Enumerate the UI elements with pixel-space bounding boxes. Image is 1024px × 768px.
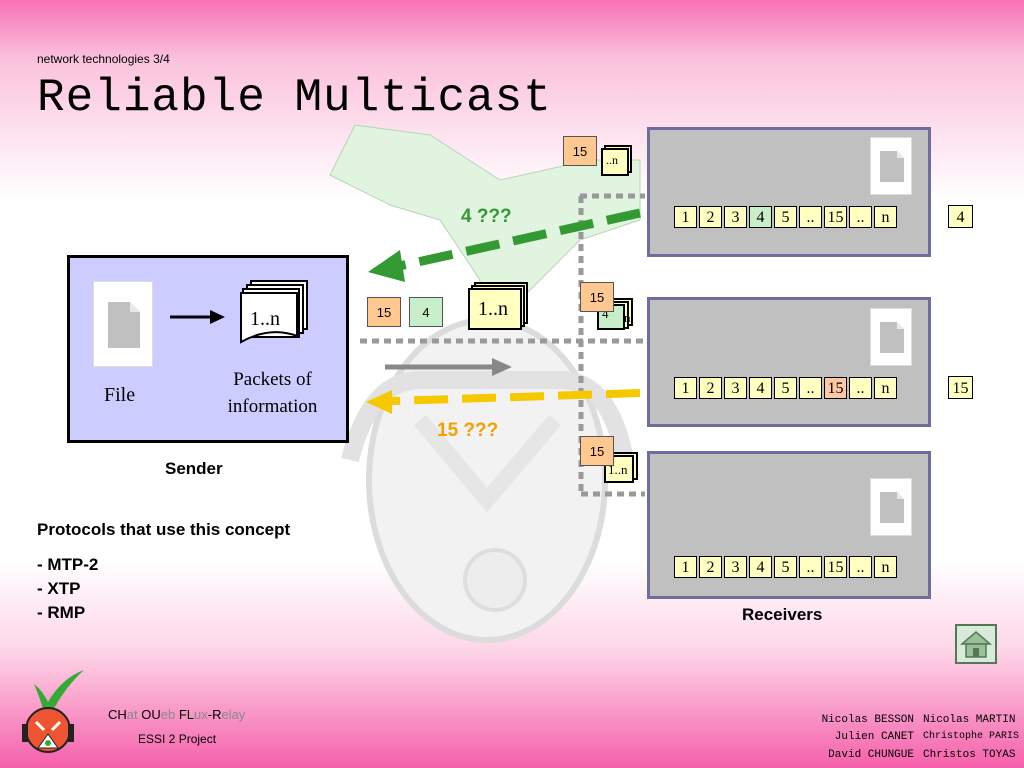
receiver-1-document: [870, 137, 912, 195]
transit-packet-stack: 1..n: [468, 282, 530, 332]
author-right-2: Christophe PARIS: [923, 731, 1020, 742]
author-left-2: Julien CANET: [834, 731, 914, 743]
packets-label: Packets of information: [227, 369, 318, 417]
sequence-cell: ..: [849, 377, 872, 399]
brand-part: eb: [160, 707, 179, 722]
sender-file-label: File: [104, 384, 136, 406]
sequence-cell: n: [874, 556, 897, 578]
document-icon: [880, 492, 904, 523]
document-icon: [880, 322, 904, 353]
sequence-cell: 2: [699, 377, 722, 399]
sender-stack-label: 1..n: [250, 308, 280, 330]
sequence-cell: 3: [724, 377, 747, 399]
protocol-item: - RMP: [37, 603, 86, 622]
footer-project: ESSI 2 Project: [138, 732, 217, 746]
nack-top-label: 4 ???: [461, 206, 512, 227]
sequence-cell: n: [874, 377, 897, 399]
sequence-cell: 5: [774, 556, 797, 578]
sequence-cell: ..: [799, 206, 822, 228]
brand-part: OU: [141, 707, 161, 722]
sequence-cell: ..: [849, 556, 872, 578]
sender-caption: Sender: [165, 459, 223, 478]
receiver-2-missing-packet: 15: [948, 376, 973, 399]
transit-stack-label: 1..n: [478, 298, 508, 320]
sequence-cell: ..: [799, 377, 822, 399]
document-icon: [880, 151, 904, 182]
brand-part: CH: [108, 707, 127, 722]
sequence-cell: 3: [724, 556, 747, 578]
slide-subtitle: network technologies 3/4: [37, 52, 170, 66]
brand-part: FL: [178, 707, 194, 722]
document-icon: [108, 302, 140, 348]
home-button[interactable]: [955, 624, 997, 664]
sequence-cell: 2: [699, 556, 722, 578]
brand-part: elay: [221, 707, 246, 722]
recv-top-packet: 15: [563, 136, 597, 166]
slide-title: Reliable Multicast: [37, 72, 552, 124]
footer-brand: CHat OUeb FLux-Relay: [108, 707, 245, 722]
packet-4: 4: [409, 297, 443, 327]
author-left-3: David CHUNGUE: [828, 749, 914, 761]
recv-bot-packet: 15: [580, 436, 614, 466]
sequence-cell: 1: [674, 556, 697, 578]
logo-icon: [22, 670, 84, 753]
protocol-item: - XTP: [37, 579, 81, 598]
receivers-caption: Receivers: [742, 605, 823, 624]
sequence-cell: ..: [849, 206, 872, 228]
protocols-title: Protocols that use this concept: [37, 520, 291, 539]
sequence-cell: 2: [699, 206, 722, 228]
packet-15: 15: [367, 297, 401, 327]
sequence-cell: n: [874, 206, 897, 228]
sequence-cell: 1: [674, 377, 697, 399]
sequence-cell: 4: [749, 556, 772, 578]
sender-file-card: [93, 281, 153, 367]
recv-top-stack: ..n: [598, 145, 634, 179]
nack-middle-label: 15 ???: [437, 420, 499, 441]
brand-part: -R: [207, 707, 222, 722]
author-left-1: Nicolas BESSON: [821, 714, 914, 726]
sequence-cell: ..: [799, 556, 822, 578]
arrow-right-icon: [170, 310, 225, 324]
receiver-3-document: [870, 478, 912, 536]
author-right-1: Nicolas MARTIN: [923, 714, 1016, 726]
stack-icon: [240, 292, 298, 344]
sequence-cell: 5: [774, 206, 797, 228]
brand-part: at: [126, 707, 142, 722]
home-icon: [959, 631, 993, 658]
sequence-cell: 15: [824, 206, 847, 228]
protocol-item: - MTP-2: [37, 555, 99, 574]
sequence-cell: 3: [724, 206, 747, 228]
sender-packet-stack: 1..n: [240, 280, 310, 346]
receiver-2-document: [870, 308, 912, 366]
sequence-cell: 15: [824, 377, 847, 399]
author-right-3: Christos TOYAS: [923, 749, 1016, 761]
sequence-cell: 4: [749, 206, 772, 228]
sequence-cell: 15: [824, 556, 847, 578]
sequence-cell: 5: [774, 377, 797, 399]
sequence-cell: 1: [674, 206, 697, 228]
recv-mid-packet: 15: [580, 282, 614, 312]
brand-part: ux: [194, 707, 208, 722]
sequence-cell: 4: [749, 377, 772, 399]
receiver-1-missing-packet: 4: [948, 205, 973, 228]
